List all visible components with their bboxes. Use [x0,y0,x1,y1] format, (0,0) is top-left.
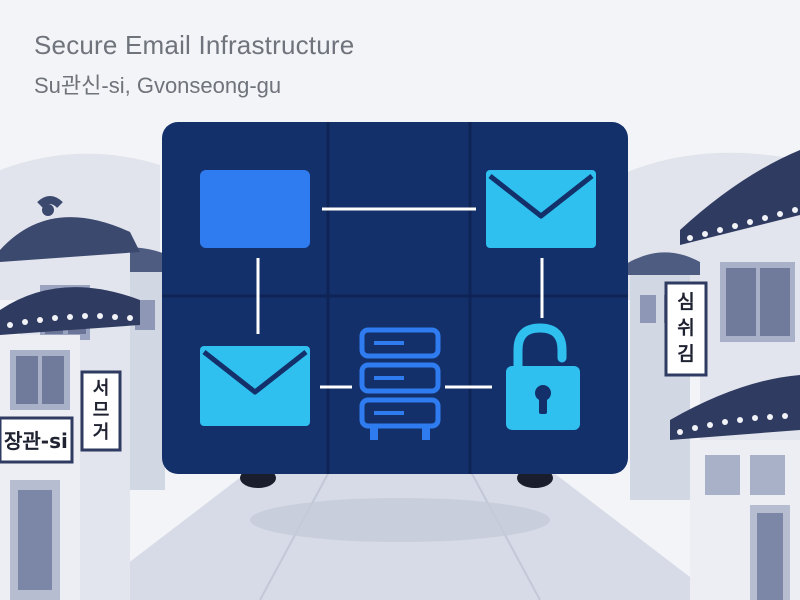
right-vertical-char-3: 김 [677,343,694,365]
left-banner-sign [0,416,74,464]
left-vertical-char-1: 서 [93,378,110,399]
right-vertical-char-1: 심 [677,291,694,313]
left-vertical-sign [80,370,122,452]
envelope-icon [200,346,310,426]
right-vertical-char-2: 쉬 [677,317,694,339]
left-vertical-char-2: 므 [93,400,110,421]
server-stack-icon [359,327,441,440]
right-buildings [620,150,800,600]
mailbox-icon [200,170,310,248]
envelope-icon [486,170,596,248]
diagram-connectors [256,207,544,389]
ground-shadow [250,498,550,542]
page-subtitle: Su관신-si, Gvonseong-gu [34,73,282,98]
unlocked-padlock-icon [506,323,580,430]
right-vertical-sign [664,281,708,377]
left-banner-text: 장관-si [4,429,68,453]
page-title: Secure Email Infrastructure [34,30,355,60]
left-vertical-char-3: 거 [93,422,110,443]
